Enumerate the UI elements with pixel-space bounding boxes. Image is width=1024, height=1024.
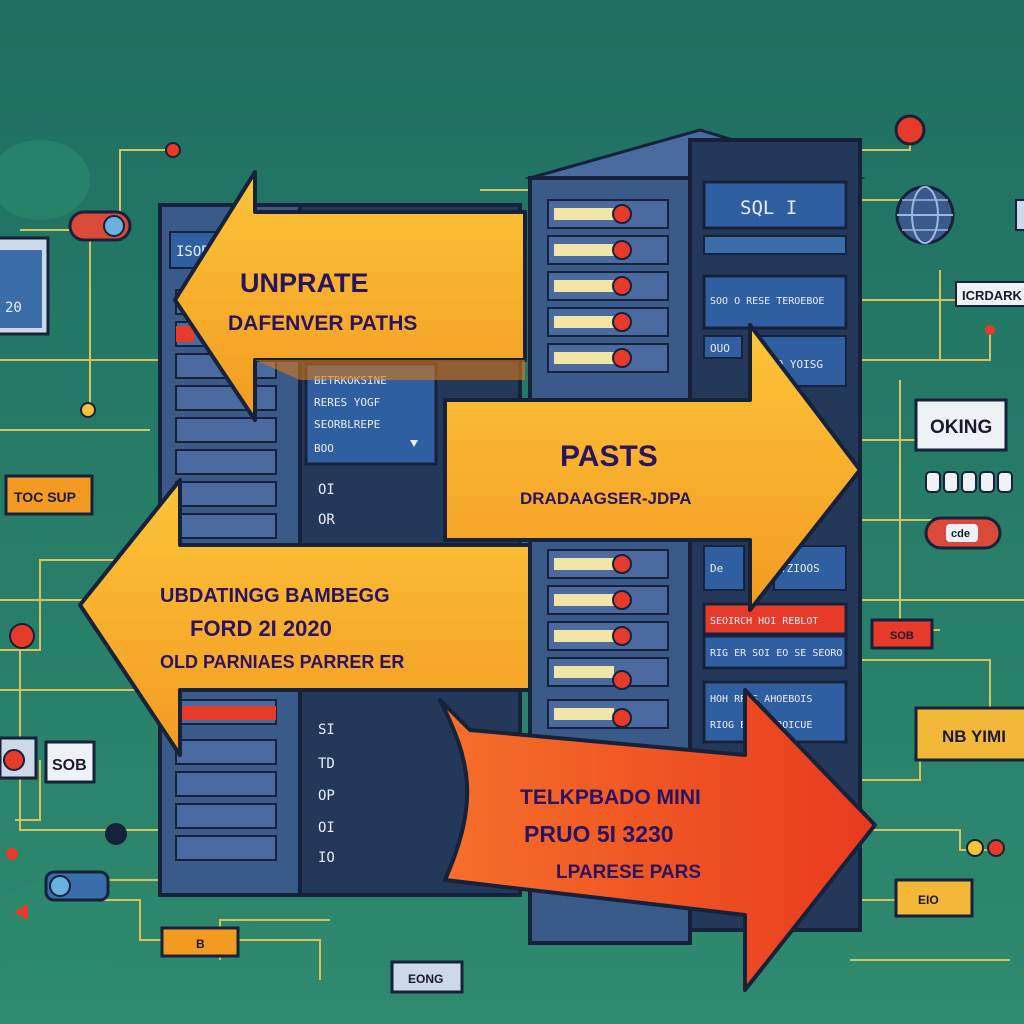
svg-text:cde: cde bbox=[951, 528, 970, 540]
left-monitor: 20 bbox=[0, 236, 50, 336]
screen-caret-icon bbox=[410, 440, 418, 447]
arrow-bottom-right-line3: LPARESE PARS bbox=[556, 862, 701, 883]
led-row bbox=[925, 471, 1013, 493]
tag-sob-left: SOB bbox=[0, 736, 96, 784]
globe-icon bbox=[895, 185, 955, 245]
tag-code: cde bbox=[924, 516, 1002, 550]
tag-b: B bbox=[160, 926, 240, 958]
arrow-middle-right-line2: DRADAAGSER-JDPA bbox=[520, 489, 692, 508]
svg-text:RIG ER SOI EO SE SEORO: RIG ER SOI EO SE SEORO bbox=[710, 648, 842, 659]
svg-text:SOB: SOB bbox=[52, 757, 87, 774]
svg-text:TOC SUP: TOC SUP bbox=[14, 489, 76, 505]
svg-text:OKING: OKING bbox=[930, 417, 992, 438]
arrow-middle-right: PASTS DRADAAGSER-JDPA bbox=[443, 323, 862, 612]
svg-text:OI: OI bbox=[318, 482, 335, 498]
svg-text:OI: OI bbox=[318, 820, 335, 836]
tag-nbyimi: NB YIMI bbox=[914, 706, 1024, 762]
svg-text:NB YIMI: NB YIMI bbox=[942, 727, 1006, 746]
arrow-lower-left: UBDATINGG BAMBEGG FORD 2I 2020 OLD PARNI… bbox=[78, 478, 532, 757]
svg-text:HOH RROS AHOEBOIS: HOH RROS AHOEBOIS bbox=[710, 694, 812, 705]
arrow-bottom-right-line1: TELKPBADO MINI bbox=[520, 786, 701, 809]
svg-text:De: De bbox=[710, 562, 723, 575]
svg-text:SOO O RESE TEROEBOE: SOO O RESE TEROEBOE bbox=[710, 296, 824, 307]
svg-text:RERES YOGF: RERES YOGF bbox=[314, 396, 380, 409]
svg-text:SI: SI bbox=[318, 722, 335, 738]
svg-text:TD: TD bbox=[318, 756, 335, 772]
left-monitor-text: 20 bbox=[5, 300, 22, 316]
svg-text:SEORBLREPE: SEORBLREPE bbox=[314, 418, 380, 431]
arrow-top-left: UNPRATE DAFENVER PATHS bbox=[173, 170, 527, 422]
svg-text:IO: IO bbox=[318, 850, 335, 866]
svg-text:ICRDARK: ICRDARK bbox=[962, 288, 1023, 303]
svg-text:EONG: EONG bbox=[408, 972, 443, 986]
background-smoke bbox=[0, 140, 90, 220]
arrow-top-left-line2: DAFENVER PATHS bbox=[228, 312, 417, 335]
svg-text:B: B bbox=[196, 937, 205, 951]
arrow-bottom-right: TELKPBADO MINI PRUO 5I 3230 LPARESE PARS bbox=[438, 688, 877, 992]
svg-text:SQL I: SQL I bbox=[740, 197, 797, 219]
toggle-pill-top-left bbox=[68, 210, 132, 242]
svg-text:OR: OR bbox=[318, 512, 335, 528]
svg-text:BOO: BOO bbox=[314, 442, 334, 455]
arrow-bottom-right-line2: PRUO 5I 3230 bbox=[524, 821, 674, 847]
tag-tocsup: TOC SUP bbox=[4, 474, 94, 516]
server-right-drives-lower bbox=[547, 549, 669, 729]
tag-sob-right: SOB bbox=[870, 618, 934, 650]
toggle-pill-bottom-left bbox=[44, 870, 110, 902]
right-edge-tab bbox=[1015, 199, 1024, 231]
svg-text:OP: OP bbox=[318, 788, 335, 804]
svg-text:SOB: SOB bbox=[890, 630, 914, 642]
arrow-middle-right-line1: PASTS bbox=[560, 440, 658, 473]
left-pointer-arrow bbox=[14, 904, 28, 920]
background-smoke bbox=[0, 880, 130, 980]
server-right-alert-bar bbox=[702, 602, 848, 636]
server-right-drives-upper bbox=[547, 199, 669, 373]
arrow-lower-left-line2: FORD 2I 2020 bbox=[190, 616, 332, 641]
arrow-lower-left-line3: OLD PARNIAES PARRER ER bbox=[160, 652, 404, 672]
circuit-nodes bbox=[6, 114, 1005, 860]
arrow-top-left-line1: UNPRATE bbox=[240, 268, 369, 298]
tag-icrdark: ICRDARK bbox=[955, 281, 1024, 307]
tag-eio: EIO bbox=[894, 878, 974, 918]
arrow-lower-left-line1: UBDATINGG BAMBEGG bbox=[160, 585, 390, 607]
tag-eong: EONG bbox=[390, 960, 464, 994]
server-right-header-panel bbox=[702, 180, 848, 230]
svg-text:SEOIRCH HOI REBLOT: SEOIRCH HOI REBLOT bbox=[710, 616, 818, 627]
svg-text:EIO: EIO bbox=[918, 893, 939, 907]
svg-text:OUO: OUO bbox=[710, 342, 730, 355]
svg-text:TZIOOS: TZIOOS bbox=[780, 562, 820, 575]
tag-oking: OKING bbox=[914, 398, 1008, 452]
